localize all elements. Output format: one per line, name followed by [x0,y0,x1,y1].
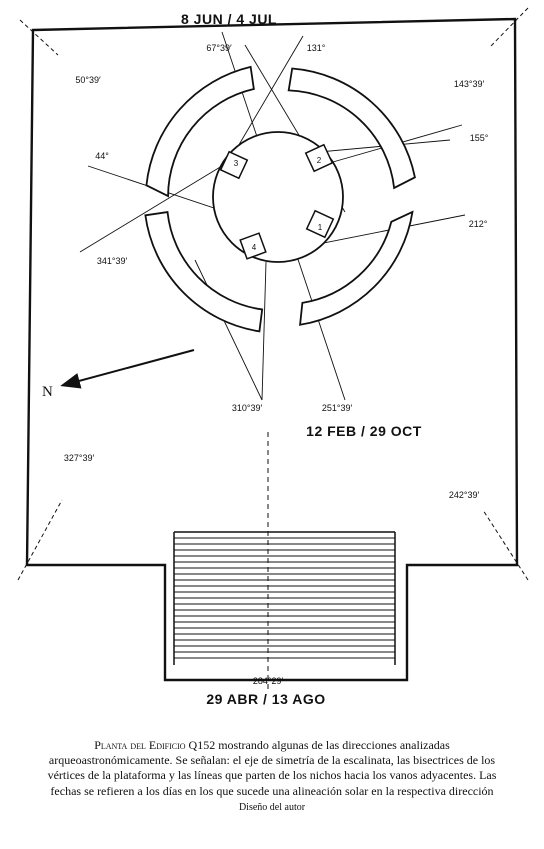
angle-label-155: 155° [470,133,489,143]
north-arrow [60,349,195,389]
angle-label-251: 251°39′ [322,403,353,413]
outer-ring [144,65,416,333]
angle-label-327: 327°39′ [64,453,95,463]
staircase [173,531,396,665]
angle-label-67: 67°39′ [206,43,232,53]
angle-label-131: 131° [307,43,326,53]
angle-label-284: 284°29′ [253,676,284,686]
niche-label-1: 1 [318,223,323,232]
angle-label-242: 242°39′ [449,490,480,500]
building-plan-diagram: 1 2 3 4 N 8 JUN / 4 JUL 12 FEB / 29 OCT … [17,7,529,707]
niche-label-3: 3 [234,159,239,168]
angle-label-143: 143°39′ [454,79,485,89]
north-label: N [42,384,53,400]
vertex-bisectors [17,7,529,581]
caption-credit: Diseño del autor [238,801,306,813]
caption-text: mostrando algunas de las direcciones ana… [47,738,497,798]
angle-label-341: 341°39′ [97,256,128,266]
niche-label-4: 4 [252,243,257,252]
niche-label-2: 2 [317,156,322,165]
date-label-top: 8 JUN / 4 JUL [181,11,277,27]
angle-label-44: 44° [95,151,109,161]
caption-title: Planta del Edificio Q152 [94,738,216,752]
angle-label-212: 212° [469,219,488,229]
date-label-middle: 12 FEB / 29 OCT [306,423,422,439]
date-label-bottom: 29 ABR / 13 AGO [206,691,325,707]
platform-outline [25,17,519,682]
niches [219,143,335,260]
figure-caption: Planta del Edificio Q152 mostrando algun… [40,738,504,815]
angle-label-310: 310°39′ [232,403,263,413]
angle-label-50: 50°39′ [75,75,101,85]
